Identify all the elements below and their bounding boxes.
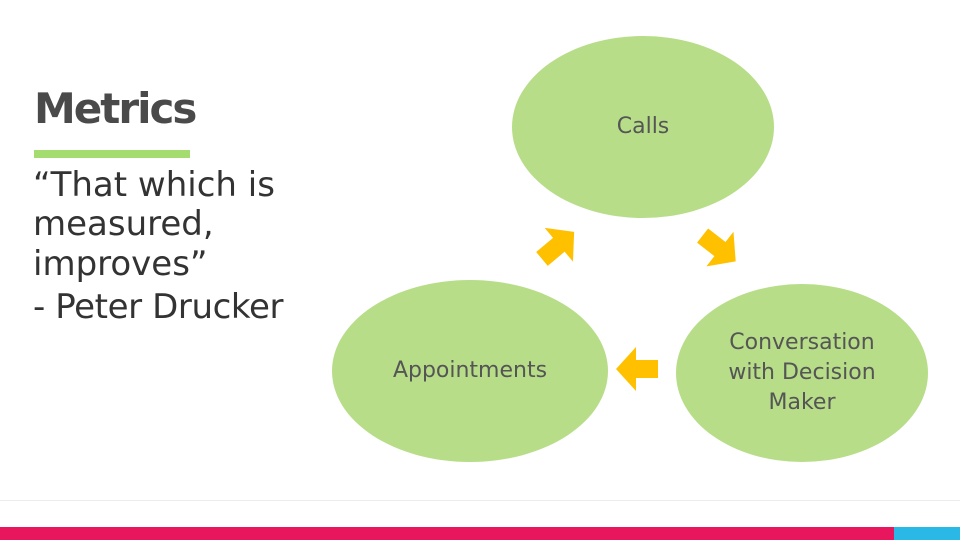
- quote-author: - Peter Drucker: [33, 287, 284, 328]
- arrow-conversation-to-appointments: [616, 347, 658, 391]
- node-calls: Calls: [512, 36, 774, 218]
- title-underline: [34, 150, 190, 158]
- arrow-appointments-to-calls: [536, 227, 575, 266]
- slide-title: Metrics: [34, 84, 197, 133]
- footer-bar-main: [0, 527, 894, 540]
- footer-divider: [0, 500, 960, 501]
- quote-block: “That which is measured, improves” - Pet…: [33, 165, 284, 328]
- node-conversation: Conversation with Decision Maker: [676, 284, 928, 462]
- footer-bar-accent: [894, 527, 960, 540]
- arrow-calls-to-conversation: [697, 228, 736, 267]
- node-conversation-label-line: Maker: [768, 389, 836, 415]
- quote-line: measured,: [33, 204, 214, 245]
- node-appointments-label: Appointments: [392, 358, 548, 384]
- quote-line: “That which is: [33, 165, 275, 205]
- node-conversation-label-line: Conversation: [729, 330, 875, 356]
- quote-line: improves”: [33, 243, 208, 284]
- node-conversation-label-line: with Decision: [728, 360, 876, 386]
- node-appointments: Appointments: [332, 280, 608, 462]
- node-calls-label: Calls: [616, 114, 670, 140]
